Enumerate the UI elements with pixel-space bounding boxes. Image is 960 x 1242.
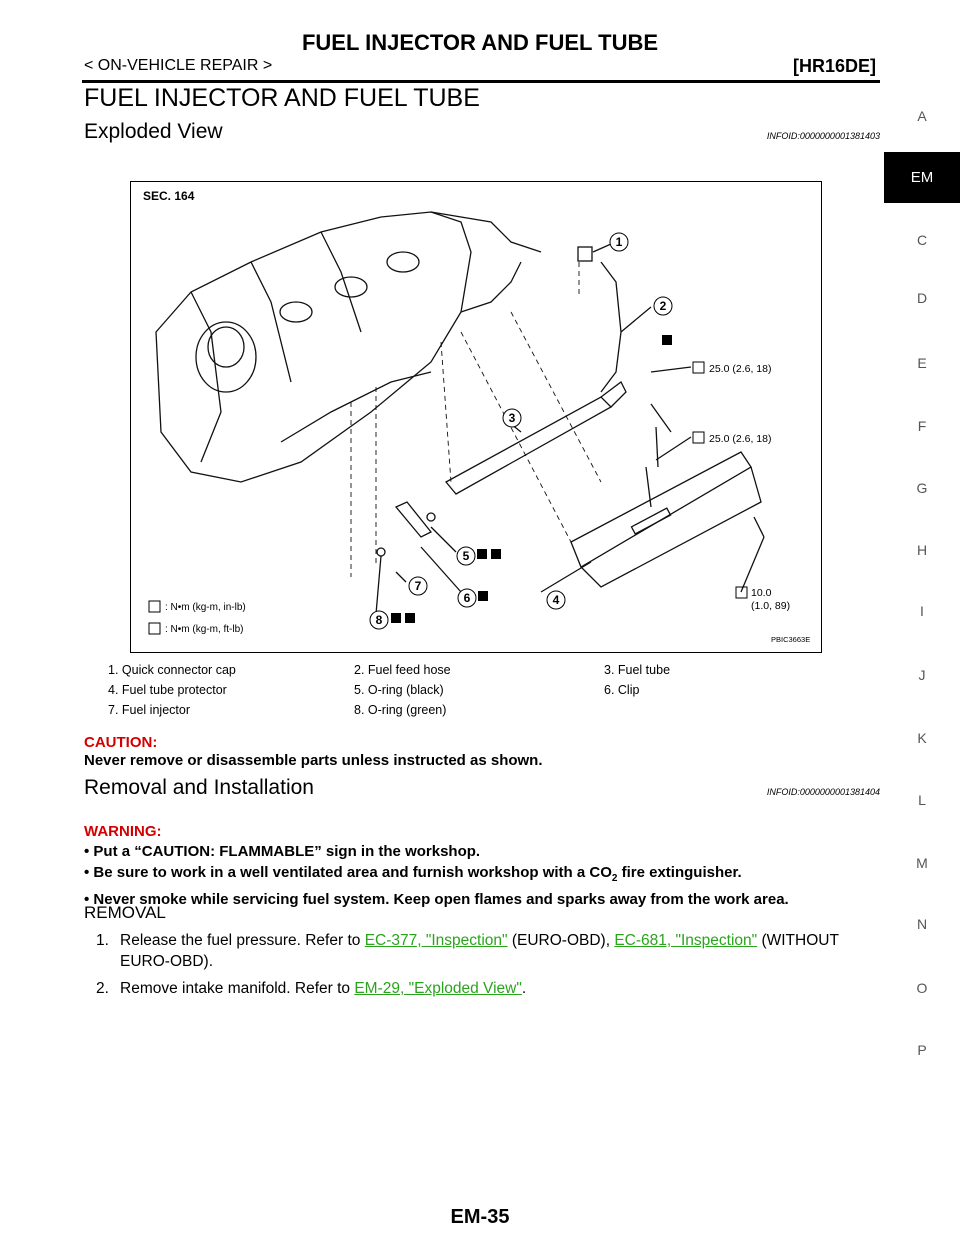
removal-steps: 1. Release the fuel pressure. Refer to E… (96, 930, 886, 999)
page-number: EM-35 (450, 1206, 510, 1228)
torque-spec-2: 25.0 (2.6, 18) (709, 433, 771, 445)
warning-item: Be sure to work in a well ventilated are… (84, 862, 884, 889)
side-tab-a[interactable]: A (917, 108, 927, 124)
callout-3: 3 (509, 411, 516, 425)
side-tab-em[interactable]: EM (884, 152, 960, 203)
exploded-view-diagram: 1 2 3 4 5 6 7 8 SEC. 164 25.0 (2.6, 18) (143, 189, 810, 644)
side-tab-f[interactable]: F (917, 418, 927, 434)
side-tab-c[interactable]: C (916, 232, 928, 248)
parts-legend: 1. Quick connector cap 2. Fuel feed hose… (108, 663, 868, 717)
warning-list: Put a “CAUTION: FLAMMABLE” sign in the w… (84, 841, 884, 910)
legend-item: 4. Fuel tube protector (108, 683, 227, 697)
exploded-view-info-id: INFOID:0000000001381403 (766, 131, 880, 141)
section-title: FUEL INJECTOR AND FUEL TUBE (84, 84, 480, 112)
torque-spec-1: 25.0 (2.6, 18) (709, 363, 771, 375)
side-tab-g[interactable]: G (916, 480, 928, 496)
exploded-view-heading: Exploded View (84, 120, 223, 143)
link-ec-681[interactable]: EC-681, "Inspection" (614, 932, 758, 949)
link-em-29[interactable]: EM-29, "Exploded View" (354, 980, 522, 997)
side-tab-n[interactable]: N (916, 916, 928, 932)
callout-6: 6 (464, 591, 471, 605)
warning-item: Put a “CAUTION: FLAMMABLE” sign in the w… (84, 841, 884, 862)
callout-5: 5 (463, 549, 470, 563)
caution-text: Never remove or disassemble parts unless… (84, 752, 543, 769)
torque-spec-3-units: (1.0, 89) (751, 600, 790, 612)
side-tab-o[interactable]: O (916, 980, 928, 996)
legend-item: 7. Fuel injector (108, 703, 190, 717)
side-tab-l[interactable]: L (918, 792, 926, 808)
side-tab-i[interactable]: I (920, 603, 924, 619)
callout-7: 7 (415, 579, 422, 593)
callout-1: 1 (616, 235, 623, 249)
torque-spec-3: 10.0 (751, 587, 772, 599)
unit-key-inlb: : N•m (kg-m, in-lb) (165, 602, 246, 613)
callout-2: 2 (660, 299, 667, 313)
side-tab-d[interactable]: D (916, 290, 928, 306)
legend-item (604, 703, 868, 717)
caution-label: CAUTION: (84, 734, 158, 751)
removal-installation-heading: Removal and Installation (84, 776, 314, 799)
side-tab-j[interactable]: J (918, 667, 926, 683)
step-2: 2. Remove intake manifold. Refer to EM-2… (96, 980, 527, 997)
removal-heading: REMOVAL (84, 903, 166, 922)
warning-label: WARNING: (84, 823, 162, 840)
legend-item: 6. Clip (604, 683, 640, 697)
side-tab-k[interactable]: K (917, 730, 927, 746)
running-title: FUEL INJECTOR AND FUEL TUBE (301, 30, 659, 55)
side-tab-h[interactable]: H (916, 542, 928, 558)
breadcrumb: < ON-VEHICLE REPAIR > (84, 57, 273, 74)
removal-installation-info-id: INFOID:0000000001381404 (766, 787, 880, 797)
legend-item: 5. O-ring (black) (354, 683, 444, 697)
figure-section-label: SEC. 164 (143, 189, 195, 203)
legend-item: 1. Quick connector cap (108, 663, 236, 677)
legend-item: 3. Fuel tube (604, 663, 671, 677)
figure-id: PBIC3663E (771, 635, 810, 644)
legend-item: 8. O-ring (green) (354, 703, 447, 717)
side-tab-e[interactable]: E (917, 355, 927, 371)
side-tab-p[interactable]: P (917, 1042, 927, 1058)
warning-item: Never smoke while servicing fuel system.… (84, 889, 884, 910)
side-tab-m[interactable]: M (916, 855, 928, 871)
header-divider (82, 80, 880, 83)
exploded-view-figure: 1 2 3 4 5 6 7 8 SEC. 164 25.0 (2.6, 18) (130, 181, 822, 653)
unit-key-ftlb: : N•m (kg-m, ft-lb) (165, 624, 244, 635)
callout-8: 8 (376, 613, 383, 627)
link-ec-377[interactable]: EC-377, "Inspection" (364, 932, 508, 949)
model-code: [HR16DE] (792, 56, 876, 76)
callout-4: 4 (553, 593, 560, 607)
legend-item: 2. Fuel feed hose (354, 663, 451, 677)
step-1: 1. Release the fuel pressure. Refer to E… (96, 932, 839, 970)
